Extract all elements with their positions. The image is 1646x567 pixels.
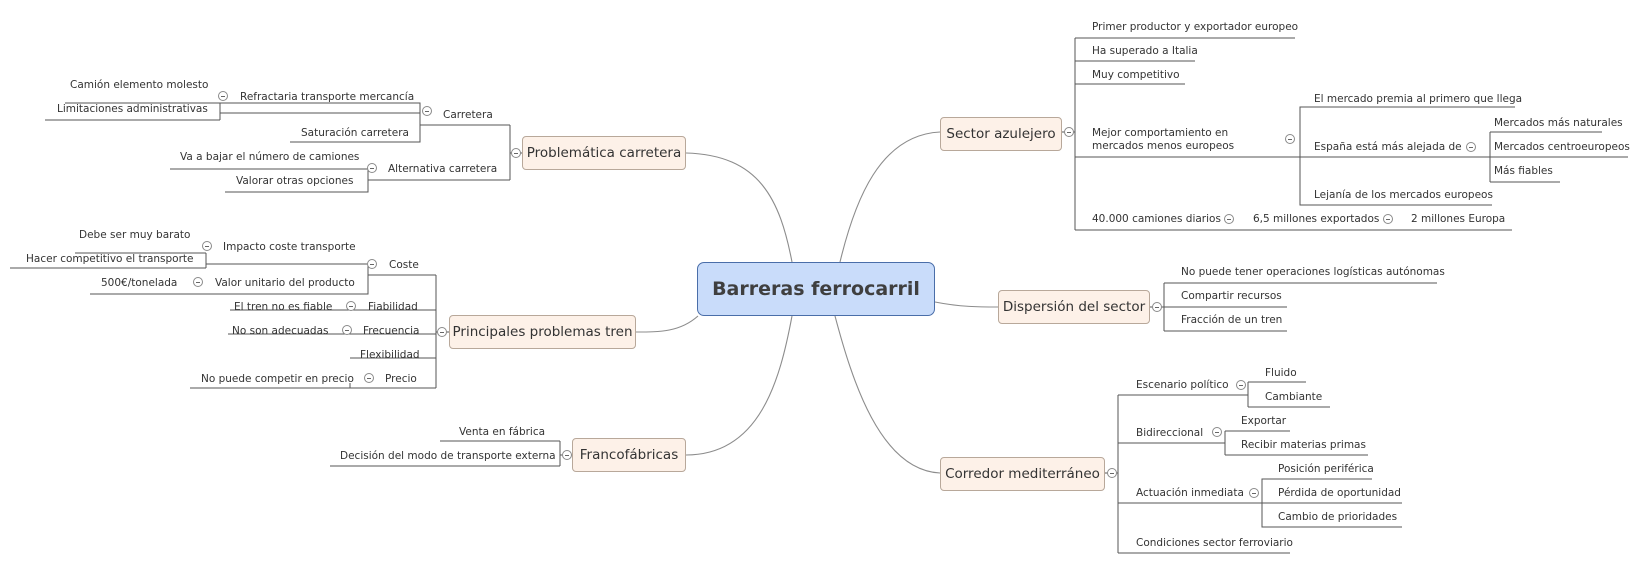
subtopic-valor-unitario[interactable]: Valor unitario del producto bbox=[215, 277, 355, 289]
topic-principales-problemas-tren[interactable]: Principales problemas tren bbox=[449, 315, 636, 349]
collapse-toggle-icon[interactable] bbox=[1285, 134, 1295, 144]
subtopic-camiones[interactable]: 40.000 camiones diarios bbox=[1092, 213, 1221, 225]
collapse-toggle-icon[interactable] bbox=[218, 91, 228, 101]
subtopic-venta[interactable]: Venta en fábrica bbox=[459, 426, 546, 438]
subtopic-impacto[interactable]: Impacto coste transporte bbox=[223, 241, 356, 253]
collapse-toggle-icon[interactable] bbox=[346, 301, 356, 311]
subtopic-europa[interactable]: 2 millones Europa bbox=[1411, 213, 1506, 225]
subtopic-fluido[interactable]: Fluido bbox=[1265, 367, 1297, 379]
subtopic-carretera[interactable]: Carretera bbox=[443, 109, 493, 121]
subtopic-exportados[interactable]: 6,5 millones exportados bbox=[1253, 213, 1380, 225]
subtopic-autonomas[interactable]: No puede tener operaciones logísticas au… bbox=[1181, 266, 1445, 278]
topic-problematica-carretera[interactable]: Problemática carretera bbox=[522, 136, 686, 170]
subtopic-periferica[interactable]: Posición periférica bbox=[1278, 463, 1374, 475]
collapse-toggle-icon[interactable] bbox=[1152, 302, 1162, 312]
subtopic-compartir[interactable]: Compartir recursos bbox=[1181, 290, 1282, 302]
collapse-toggle-icon[interactable] bbox=[367, 259, 377, 269]
subtopic-limitaciones[interactable]: Limitaciones administrativas bbox=[57, 103, 208, 115]
collapse-toggle-icon[interactable] bbox=[364, 373, 374, 383]
topic-corredor-mediterraneo[interactable]: Corredor mediterráneo bbox=[940, 457, 1105, 491]
subtopic-saturacion[interactable]: Saturación carretera bbox=[301, 127, 409, 139]
subtopic-frecuencia[interactable]: Frecuencia bbox=[363, 325, 420, 337]
subtopic-escenario[interactable]: Escenario político bbox=[1136, 379, 1229, 391]
subtopic-precio[interactable]: Precio bbox=[385, 373, 417, 385]
collapse-toggle-icon[interactable] bbox=[1249, 488, 1259, 498]
subtopic-italia[interactable]: Ha superado a Italia bbox=[1092, 45, 1198, 57]
collapse-toggle-icon[interactable] bbox=[202, 241, 212, 251]
collapse-toggle-icon[interactable] bbox=[1224, 214, 1234, 224]
subtopic-premia[interactable]: El mercado premia al primero que llega bbox=[1314, 93, 1523, 105]
subtopic-otras-opciones[interactable]: Valorar otras opciones bbox=[236, 175, 354, 187]
subtopic-materias[interactable]: Recibir materias primas bbox=[1241, 439, 1366, 451]
subtopic-refractaria[interactable]: Refractaria transporte mercancía bbox=[240, 91, 415, 103]
subtopic-condiciones[interactable]: Condiciones sector ferroviario bbox=[1136, 537, 1293, 549]
subtopic-no-competir[interactable]: No puede competir en precio bbox=[201, 373, 354, 385]
collapse-toggle-icon[interactable] bbox=[193, 277, 203, 287]
topic-dispersion-del-sector[interactable]: Dispersión del sector bbox=[998, 290, 1150, 324]
topic-sector-azulejero[interactable]: Sector azulejero bbox=[940, 117, 1062, 151]
collapse-toggle-icon[interactable] bbox=[422, 106, 432, 116]
subtopic-muy-competitivo[interactable]: Muy competitivo bbox=[1092, 69, 1180, 81]
subtopic-espana[interactable]: España está más alejada de bbox=[1314, 141, 1462, 153]
subtopic-cambiante[interactable]: Cambiante bbox=[1265, 391, 1323, 403]
subtopic-muy-barato[interactable]: Debe ser muy barato bbox=[79, 229, 191, 241]
subtopic-prioridades[interactable]: Cambio de prioridades bbox=[1278, 511, 1398, 523]
subtopic-tonelada[interactable]: 500€/tonelada bbox=[101, 277, 178, 289]
collapse-toggle-icon[interactable] bbox=[342, 325, 352, 335]
subtopic-centroeuropeos[interactable]: Mercados centroeuropeos bbox=[1494, 141, 1630, 153]
subtopic-fraccion[interactable]: Fracción de un tren bbox=[1181, 314, 1283, 326]
subtopic-exportar[interactable]: Exportar bbox=[1241, 415, 1287, 427]
collapse-toggle-icon[interactable] bbox=[1107, 468, 1117, 478]
subtopic-coste[interactable]: Coste bbox=[389, 259, 419, 271]
central-topic[interactable]: Barreras ferrocarril bbox=[697, 262, 935, 316]
collapse-toggle-icon[interactable] bbox=[562, 450, 572, 460]
subtopic-fiabilidad[interactable]: Fiabilidad bbox=[368, 301, 418, 313]
subtopic-oportunidad[interactable]: Pérdida de oportunidad bbox=[1278, 487, 1401, 499]
collapse-toggle-icon[interactable] bbox=[367, 163, 377, 173]
collapse-toggle-icon[interactable] bbox=[437, 327, 447, 337]
subtopic-competitivo[interactable]: Hacer competitivo el transporte bbox=[26, 253, 194, 265]
subtopic-mejor[interactable]: Mejor comportamiento en mercados menos e… bbox=[1092, 127, 1235, 152]
subtopic-bidireccional[interactable]: Bidireccional bbox=[1136, 427, 1204, 439]
collapse-toggle-icon[interactable] bbox=[1383, 214, 1393, 224]
subtopic-naturales[interactable]: Mercados más naturales bbox=[1494, 117, 1623, 129]
subtopic-decision[interactable]: Decisión del modo de transporte externa bbox=[340, 450, 556, 462]
subtopic-lejania[interactable]: Lejanía de los mercados europeos bbox=[1314, 189, 1493, 201]
collapse-toggle-icon[interactable] bbox=[1466, 142, 1476, 152]
subtopic-actuacion[interactable]: Actuación inmediata bbox=[1136, 487, 1244, 499]
subtopic-camion-molesto[interactable]: Camión elemento molesto bbox=[70, 79, 209, 91]
collapse-toggle-icon[interactable] bbox=[1212, 427, 1222, 437]
subtopic-flexibilidad[interactable]: Flexibilidad bbox=[360, 349, 420, 361]
subtopic-fiables[interactable]: Más fiables bbox=[1494, 165, 1553, 177]
topic-francofabricas[interactable]: Francofábricas bbox=[572, 438, 686, 472]
collapse-toggle-icon[interactable] bbox=[511, 148, 521, 158]
subtopic-primer[interactable]: Primer productor y exportador europeo bbox=[1092, 21, 1299, 33]
subtopic-alternativa[interactable]: Alternativa carretera bbox=[388, 163, 498, 175]
collapse-toggle-icon[interactable] bbox=[1064, 127, 1074, 137]
collapse-toggle-icon[interactable] bbox=[1236, 380, 1246, 390]
subtopic-bajar-camiones[interactable]: Va a bajar el número de camiones bbox=[180, 151, 360, 163]
subtopic-no-adecuadas[interactable]: No son adecuadas bbox=[232, 325, 329, 337]
subtopic-no-fiable[interactable]: El tren no es fiable bbox=[234, 301, 333, 313]
